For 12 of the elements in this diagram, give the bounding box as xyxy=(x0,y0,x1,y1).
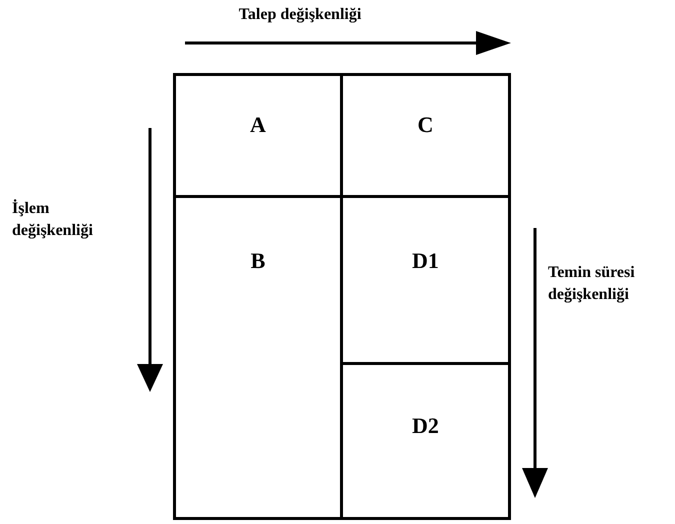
cell-label: A xyxy=(249,112,267,138)
matrix-cell xyxy=(340,73,511,198)
axis-label: Temin süresi değişkenliği xyxy=(548,263,636,305)
cell-label: B xyxy=(250,248,266,274)
axis-label: İşlem değişkenliği xyxy=(12,198,94,241)
cell-label: C xyxy=(416,112,434,138)
cell-label: D1 xyxy=(411,248,440,274)
cell-label: D2 xyxy=(411,413,440,439)
axis-label: Talep değişkenliği xyxy=(238,5,362,25)
matrix-cell xyxy=(173,73,343,198)
matrix-cell xyxy=(340,362,511,520)
matrix-cell xyxy=(173,195,343,520)
